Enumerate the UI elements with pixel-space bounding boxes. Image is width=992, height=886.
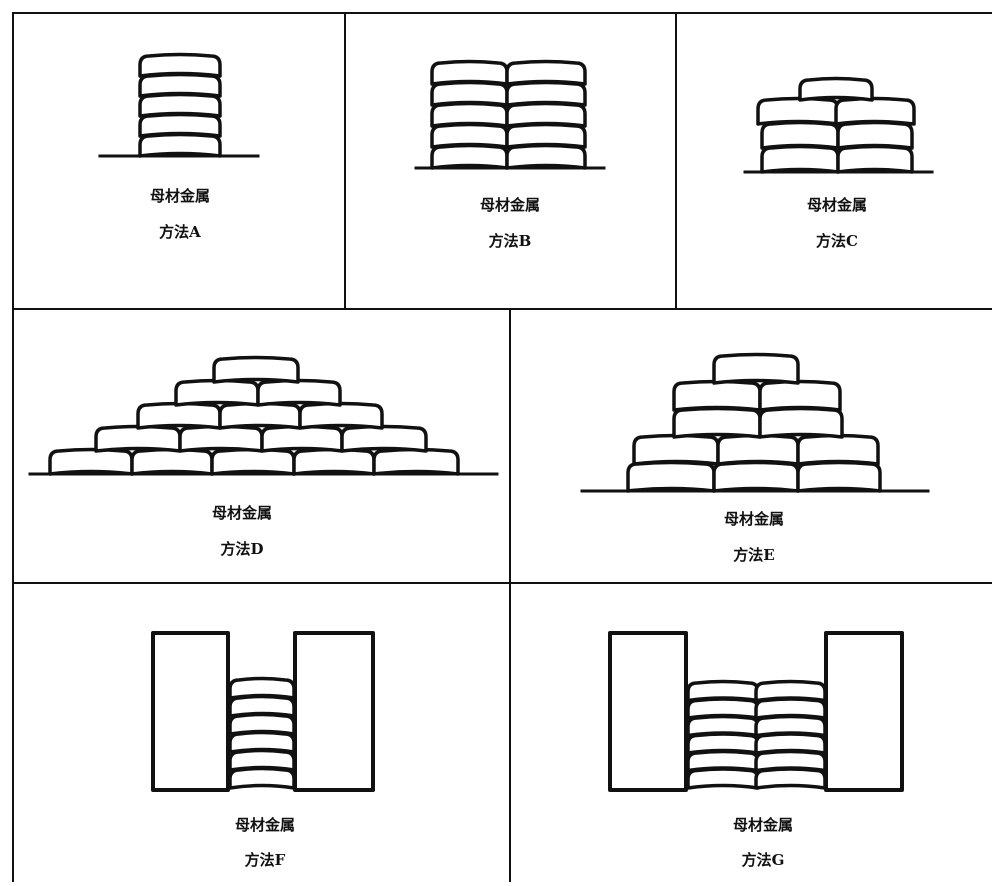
panel-g-bead-r3-2 xyxy=(756,734,825,753)
panel-a-bead-r5-1 xyxy=(140,55,220,77)
panel-d-bead-r2-1 xyxy=(96,427,180,452)
panel-d-method-label: 方法D xyxy=(142,538,342,559)
panel-g-bead-r5-2 xyxy=(756,699,825,718)
panel-e-bead-r2-1 xyxy=(634,436,718,465)
panel-e-bead-r4-2 xyxy=(760,382,840,411)
panel-d-bead-r1-5 xyxy=(374,450,458,475)
panel-a-bead-r1-1 xyxy=(140,135,220,157)
panel-e-material-label: 母材金属 xyxy=(654,508,854,529)
panel-b-method-label: 方法B xyxy=(410,230,610,251)
panel-b-bead-r4-1 xyxy=(432,83,507,106)
panel-c-bead-cap xyxy=(800,79,872,101)
panel-b-material-label: 母材金属 xyxy=(410,194,610,215)
panel-b-bead-r2-1 xyxy=(432,125,507,148)
panel-d-bead-r1-2 xyxy=(132,450,212,475)
panel-a-material-label: 母材金属 xyxy=(80,185,280,206)
panel-b-bead-r4-2 xyxy=(507,83,585,106)
panel-c-bead-r2-1 xyxy=(762,123,838,149)
panel-g-bead-r2-1 xyxy=(688,752,758,771)
panel-e-bead-r1-2 xyxy=(714,463,798,492)
panel-g-bead-r4-1 xyxy=(688,717,758,736)
weld-beads xyxy=(30,55,932,791)
panel-d-material-label: 母材金属 xyxy=(142,502,342,523)
panel-g-base-plate-left xyxy=(610,633,686,790)
panel-g-bead-r4-2 xyxy=(756,717,825,736)
panel-e-bead-r2-3 xyxy=(798,436,878,465)
panel-f-material-label: 母材金属 xyxy=(165,814,365,835)
panel-e-bead-r1-1 xyxy=(628,463,714,492)
panel-e-bead-r4-1 xyxy=(674,382,760,411)
panel-b-bead-r5-1 xyxy=(432,62,507,85)
panel-g-bead-r1-1 xyxy=(688,769,758,788)
panel-f-bead-r2-1 xyxy=(230,751,294,771)
panel-c-bead-r1-2 xyxy=(838,147,912,173)
panel-b-bead-r1-1 xyxy=(432,146,507,169)
panel-c-bead-r3-2 xyxy=(836,99,914,125)
panel-d-bead-r2-3 xyxy=(262,427,342,452)
panel-c-bead-r1-1 xyxy=(762,147,838,173)
panel-d-bead-r3-1 xyxy=(138,404,220,429)
panel-d-bead-r2-4 xyxy=(342,427,426,452)
panel-e-method-label: 方法E xyxy=(654,544,854,565)
panel-f-bead-r4-1 xyxy=(230,715,294,735)
panel-d-bead-r4-2 xyxy=(258,381,340,406)
panel-g-bead-r6-1 xyxy=(688,682,758,701)
panel-g-method-label: 方法G xyxy=(663,849,863,870)
panel-g-base-plate-right xyxy=(826,633,902,790)
panel-f-base-plate-left xyxy=(153,633,228,790)
panel-f-bead-r6-1 xyxy=(230,679,294,699)
panel-a-bead-r4-1 xyxy=(140,75,220,97)
panel-e-bead-r1-3 xyxy=(798,463,880,492)
panel-g-bead-r1-2 xyxy=(756,769,825,788)
panel-g-bead-r3-1 xyxy=(688,734,758,753)
panel-a-bead-r2-1 xyxy=(140,115,220,137)
panel-a-method-label: 方法A xyxy=(80,221,280,242)
panel-b-bead-r1-2 xyxy=(507,146,585,169)
panel-f-method-label: 方法F xyxy=(165,849,365,870)
panel-d-bead-r1-3 xyxy=(212,450,294,475)
panel-f-bead-r1-1 xyxy=(230,769,294,789)
panel-c-material-label: 母材金属 xyxy=(737,194,937,215)
panel-c-method-label: 方法C xyxy=(737,230,937,251)
panel-b-bead-r3-2 xyxy=(507,104,585,127)
panel-b-bead-r3-1 xyxy=(432,104,507,127)
panel-g-material-label: 母材金属 xyxy=(663,814,863,835)
panel-d-bead-r3-2 xyxy=(220,404,300,429)
panel-d-bead-r4-1 xyxy=(176,381,258,406)
panel-e-bead-r3-2 xyxy=(760,409,842,438)
panel-b-bead-r2-2 xyxy=(507,125,585,148)
panel-c-bead-r2-2 xyxy=(838,123,912,149)
panel-f-bead-r5-1 xyxy=(230,697,294,717)
panel-e-bead-r2-2 xyxy=(718,436,798,465)
panel-g-bead-r2-2 xyxy=(756,752,825,771)
panel-d-bead-r5-1 xyxy=(214,358,298,383)
panel-g-bead-r6-2 xyxy=(756,682,825,701)
panel-d-bead-r2-2 xyxy=(180,427,262,452)
panel-d-bead-r3-3 xyxy=(300,404,382,429)
panel-b-bead-r5-2 xyxy=(507,62,585,85)
panel-d-bead-r1-1 xyxy=(50,450,132,475)
panel-f-base-plate-right xyxy=(295,633,373,790)
panel-e-bead-r5-1 xyxy=(714,355,798,384)
panel-f-bead-r3-1 xyxy=(230,733,294,753)
panel-g-bead-r5-1 xyxy=(688,699,758,718)
panel-a-bead-r3-1 xyxy=(140,95,220,117)
panel-e-bead-r3-1 xyxy=(674,409,760,438)
panel-c-bead-r3-1 xyxy=(758,99,838,125)
panel-d-bead-r1-4 xyxy=(294,450,374,475)
